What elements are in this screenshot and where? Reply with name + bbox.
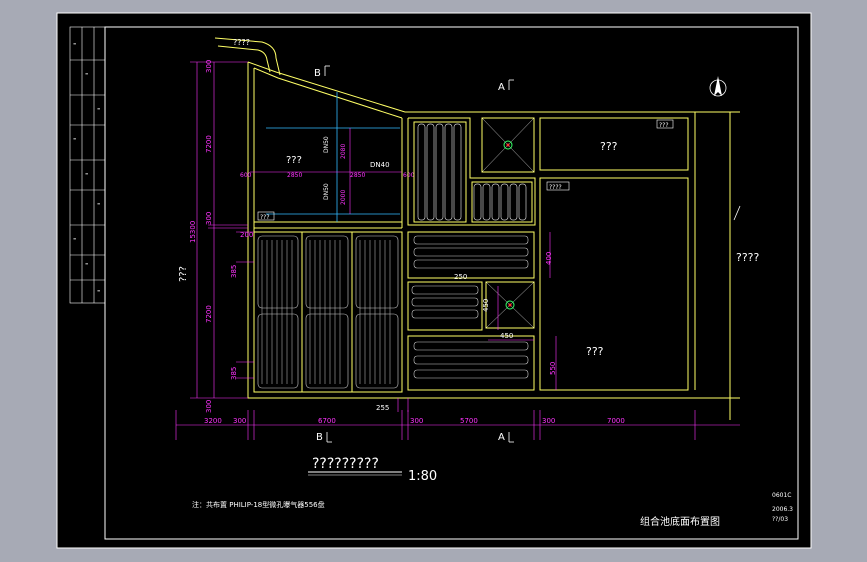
dim-left-upper: 7200 [205, 135, 213, 153]
pipe-dn50-a: DN50 [323, 136, 330, 153]
outside-right: ???? [736, 251, 760, 264]
section-b-bottom: B [316, 432, 323, 443]
section-a-bottom: A [498, 432, 505, 443]
pipe-dn40: DN40 [370, 161, 390, 169]
dim-400: 400 [545, 252, 553, 265]
diffuser-hatch-lower-left [261, 240, 391, 384]
pipe-dn50-b: DN50 [323, 183, 330, 200]
scale: 1:80 [408, 469, 437, 484]
dim-2850b: 2850 [350, 172, 365, 179]
dim-385b: 385 [230, 367, 238, 380]
left-title-strip [69, 26, 106, 304]
tag-left: ??? [260, 214, 270, 221]
dim-bottom-6700: 6700 [318, 417, 336, 425]
svg-text:≡: ≡ [73, 136, 76, 141]
section-markers: B A B A [314, 68, 505, 443]
dim-left-total: 15300 [189, 221, 197, 243]
plan-title: ????????? [312, 456, 379, 472]
inlet-label: ???? [233, 38, 250, 47]
svg-text:≡: ≡ [73, 41, 76, 46]
dim-250: 250 [454, 273, 467, 281]
sheet-border [56, 12, 812, 549]
section-ticks [324, 65, 514, 443]
dim-left-top: 300 [205, 60, 213, 73]
dim-2000: 2000 [340, 190, 347, 205]
room-upper-left: ??? [286, 155, 302, 166]
dimension-lines-bottom [175, 410, 740, 440]
svg-text:≡: ≡ [85, 171, 88, 176]
dim-bottom-3200: 3200 [204, 417, 222, 425]
dim-255: 255 [376, 404, 389, 412]
dim-450a: 450 [500, 332, 513, 340]
diffuser-grid-lower-left [257, 235, 399, 389]
tag-box-upper-right [656, 119, 674, 129]
left-strip-marks: ≡ ≡ ≡ ≡ ≡ ≡ ≡ ≡ ≡ [73, 41, 100, 293]
tag-box-left [257, 211, 275, 221]
dim-left-mid: 300 [205, 212, 213, 225]
code-line-2: 2006.3 [772, 506, 793, 513]
dim-600b: 600 [403, 172, 415, 179]
room-lower-right: ??? [586, 345, 604, 358]
dim-bottom-5700: 5700 [460, 417, 478, 425]
drawing-title: 组合池底面布置图 [640, 515, 720, 528]
dim-left-bottom: 300 [205, 400, 213, 413]
upper-middle-chamber [407, 117, 536, 226]
sump-upper [481, 117, 535, 173]
dim-bottom-7000: 7000 [607, 417, 625, 425]
dim-bottom-300b: 300 [410, 417, 423, 425]
tag-box-middle-right [546, 181, 570, 191]
dim-2850a: 2850 [287, 172, 302, 179]
svg-text:≡: ≡ [73, 236, 76, 241]
svg-text:≡: ≡ [97, 201, 100, 206]
note: 注：共布置 PHILIP-18型微孔曝气器556盘 [192, 500, 325, 509]
break-line [733, 205, 741, 221]
svg-text:≡: ≡ [85, 261, 88, 266]
dimension-lines-left [190, 61, 254, 399]
dim-left-lower: 7200 [205, 305, 213, 323]
tag-upper-right: ??? [659, 122, 669, 129]
dim-450b: 450 [482, 299, 490, 312]
svg-text:≡: ≡ [85, 71, 88, 76]
dim-385a: 385 [230, 265, 238, 278]
diffuser-grid-lower-middle [411, 235, 529, 379]
code-line-3: ??/03 [772, 516, 788, 523]
inlet-pipe-outer [214, 37, 281, 76]
lower-middle-bays [407, 231, 535, 391]
dimension-texts-left: 15300 7200 300 7200 300 300 385 385 200 [189, 60, 253, 413]
dim-2080: 2080 [340, 144, 347, 159]
lower-left-bays [253, 231, 403, 393]
outside-left: ??? [178, 266, 189, 282]
dimension-lines-middle [397, 232, 557, 412]
svg-text:≡: ≡ [97, 106, 100, 111]
upper-left-chamber [250, 92, 403, 229]
dimension-texts-middle: 400 550 450 450 250 255 [376, 252, 557, 412]
dim-550: 550 [549, 362, 557, 375]
section-a-top: A [498, 82, 505, 93]
diffuser-grid-upper [417, 123, 527, 221]
tag-middle-right: ???? [549, 184, 562, 191]
dim-bottom-300c: 300 [542, 417, 555, 425]
right-rooms [539, 117, 689, 391]
dim-bottom-300a: 300 [233, 417, 246, 425]
code-line-1: 0601C [772, 492, 791, 499]
room-upper-right: ??? [600, 140, 618, 153]
dimension-texts-bottom: 3200 300 6700 300 5700 300 7000 [204, 417, 625, 425]
inlet-pipe-inner [217, 45, 271, 73]
dim-600: 600 [240, 172, 252, 179]
svg-text:≡: ≡ [97, 288, 100, 293]
sump-lower [485, 281, 535, 329]
dim-200: 200 [240, 231, 253, 239]
north-arrow-icon [709, 76, 727, 97]
section-b-top: B [314, 68, 321, 79]
